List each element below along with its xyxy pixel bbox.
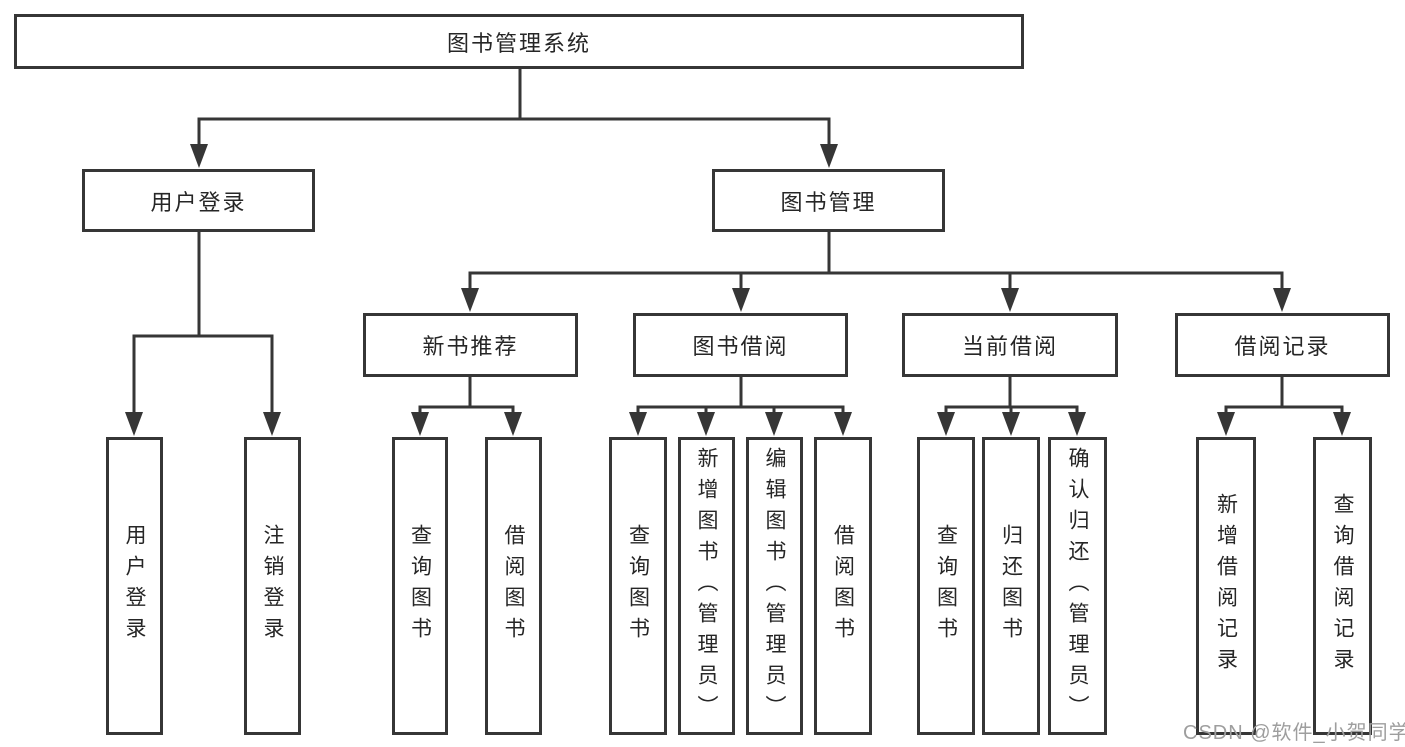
node-current-borrowing: 当前借阅 [902,313,1118,377]
node-label: 图书管理系统 [446,30,591,56]
node-br-query-record: 查询借阅记录 [1313,437,1372,735]
arrowhead [1217,412,1235,436]
node-label: 用户登录 [123,524,146,648]
node-label: 查询图书 [934,524,958,648]
node-label: 借阅图书 [831,524,855,648]
node-book-management: 图书管理 [712,169,945,232]
arrowhead [697,412,715,436]
node-cb-confirm-return-admin: 确认归还（管理员） [1048,437,1107,735]
node-label: 确认归还（管理员） [1066,446,1089,726]
node-bb-borrow-books: 借阅图书 [814,437,872,735]
node-cb-query-books: 查询图书 [917,437,975,735]
node-label: 用户登录 [150,189,247,215]
arrowhead [461,288,479,312]
node-label: 查询借阅记录 [1331,493,1354,679]
node-label: 查询图书 [408,524,432,648]
node-borrowing-records: 借阅记录 [1175,313,1390,377]
node-label: 新增图书（管理员） [695,446,718,726]
node-label: 借阅图书 [502,524,525,648]
arrowhead [1333,412,1351,436]
node-library-management-system: 图书管理系统 [14,14,1024,69]
node-bb-edit-books-admin: 编辑图书（管理员） [746,437,803,735]
node-label: 编辑图书（管理员） [763,446,786,726]
arrowhead [765,412,783,436]
arrowhead [820,144,838,168]
node-new-book-recommendation: 新书推荐 [363,313,578,377]
arrowhead [125,412,143,436]
node-user-login: 用户登录 [82,169,315,232]
node-label: 当前借阅 [961,334,1058,359]
arrowhead [1002,412,1020,436]
arrowhead [629,412,647,436]
node-label: 新书推荐 [422,334,519,359]
arrowhead [263,412,281,436]
arrowhead [1068,412,1086,436]
node-label: 借阅记录 [1234,334,1331,359]
node-bb-query-books: 查询图书 [609,437,667,735]
arrowhead [1001,288,1019,312]
node-book-borrowing: 图书借阅 [633,313,848,377]
node-label: 注销登录 [261,524,284,648]
watermark: CSDN @软件_小贺同学 [1183,722,1405,744]
arrowhead [1273,288,1291,312]
arrowhead [504,412,522,436]
node-label: 图书管理 [780,189,877,215]
node-cb-return-books: 归还图书 [982,437,1040,735]
node-user-login-leaf: 用户登录 [106,437,163,735]
node-logout-login: 注销登录 [244,437,301,735]
node-label: 归还图书 [999,524,1023,648]
node-nbr-borrow-books: 借阅图书 [485,437,542,735]
node-bb-add-books-admin: 新增图书（管理员） [678,437,735,735]
node-br-add-record: 新增借阅记录 [1196,437,1256,735]
node-nbr-query-books: 查询图书 [392,437,448,735]
node-label: 查询图书 [626,524,650,648]
node-label: 新增借阅记录 [1214,493,1238,679]
arrowhead [834,412,852,436]
node-label: 图书借阅 [692,334,789,359]
arrowhead [411,412,429,436]
arrowhead [937,412,955,436]
arrowhead [732,288,750,312]
arrowhead [190,144,208,168]
